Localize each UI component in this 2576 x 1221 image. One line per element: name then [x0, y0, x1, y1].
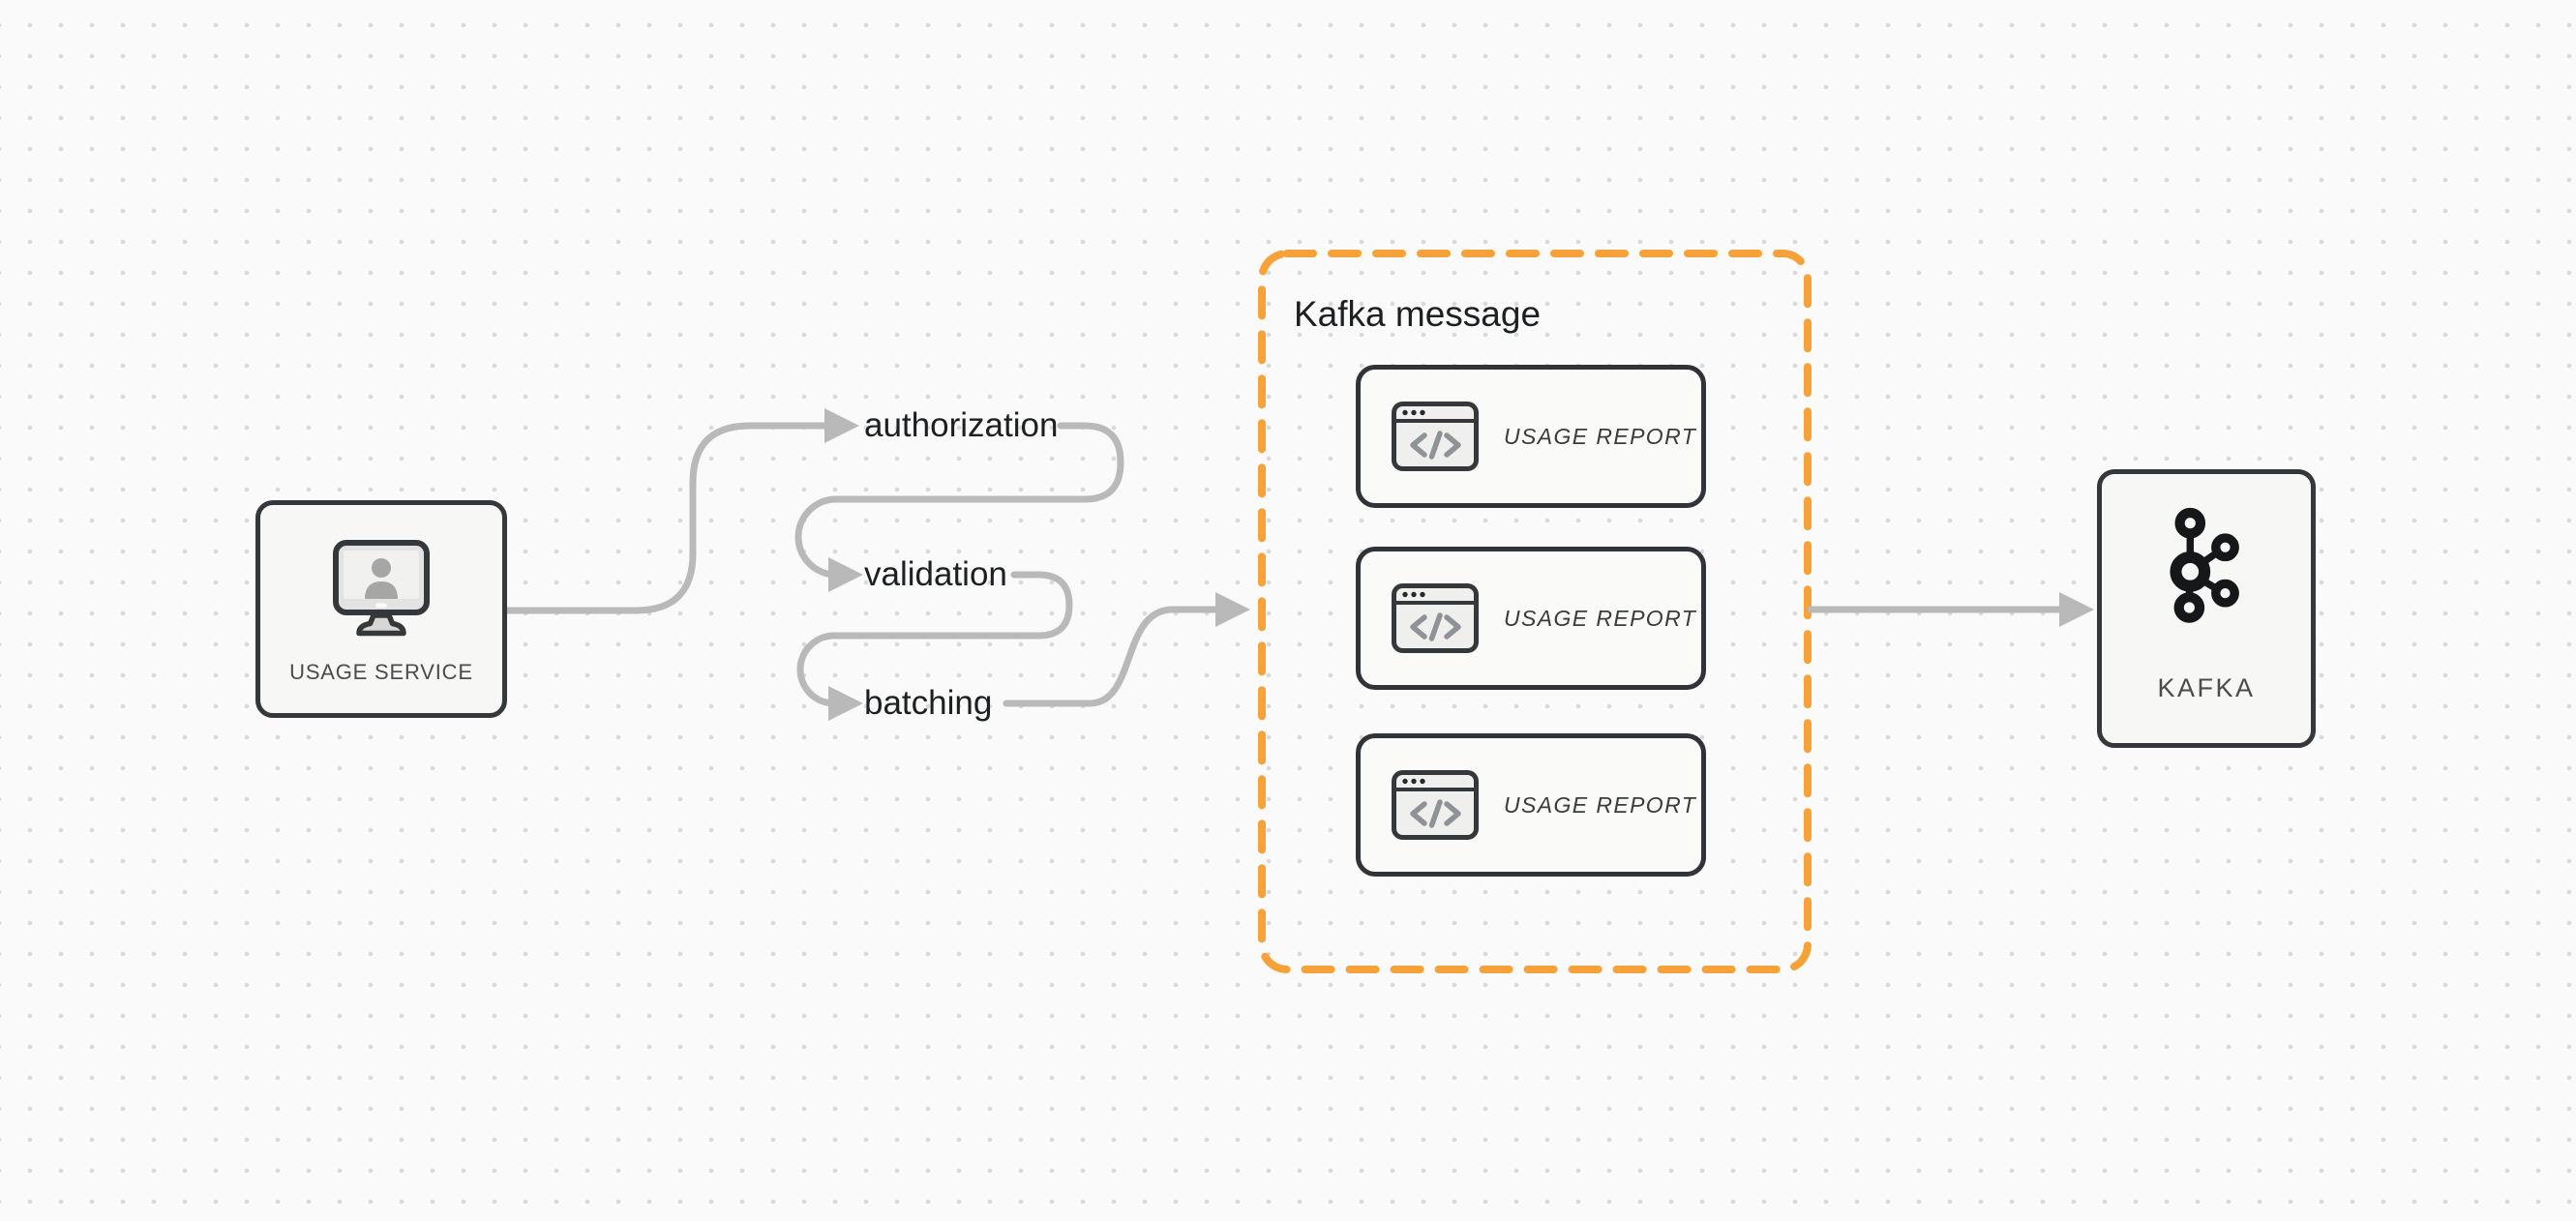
usage-report-card[interactable]: USAGE REPORT — [1356, 733, 1718, 888]
flow-step-authorization[interactable]: authorization — [864, 406, 1059, 444]
usage-report-card[interactable]: USAGE REPORT — [1356, 365, 1718, 520]
node-kafka-label: KAFKA — [2157, 673, 2256, 702]
usage-report-card-label: USAGE REPORT — [1504, 605, 1697, 631]
code-window-icon — [1392, 583, 1479, 653]
connector-authorization-to-validation[interactable] — [794, 422, 1124, 592]
code-window-icon — [1392, 402, 1479, 471]
usage-report-card-label: USAGE REPORT — [1504, 423, 1697, 449]
code-window-icon — [1392, 770, 1479, 840]
node-usage-service-label: USAGE SERVICE — [289, 660, 473, 684]
connector-kafka-message-to-kafka[interactable] — [1807, 592, 2094, 627]
node-kafka[interactable]: KAFKA — [2097, 469, 2316, 748]
arrowhead-icon — [828, 557, 863, 592]
user-monitor-icon — [333, 540, 430, 637]
connector-batching-to-kafka-message[interactable] — [1003, 592, 1250, 707]
kafka-message-group-title[interactable]: Kafka message — [1294, 294, 1542, 334]
node-usage-service[interactable]: USAGE SERVICE — [255, 500, 507, 718]
kafka-logo-icon — [2170, 507, 2239, 623]
arrowhead-icon — [828, 686, 863, 721]
arrowhead-icon — [1215, 592, 1250, 627]
arrowhead-icon — [824, 408, 859, 443]
flow-step-batching[interactable]: batching — [864, 684, 993, 722]
connector-validation-to-batching[interactable] — [796, 571, 1073, 721]
usage-report-card[interactable]: USAGE REPORT — [1356, 547, 1718, 701]
flow-step-validation[interactable]: validation — [864, 555, 1007, 593]
arrowhead-icon — [2059, 592, 2094, 627]
kafka-message-group-border[interactable] — [1258, 250, 1812, 973]
usage-report-card-label: USAGE REPORT — [1504, 791, 1697, 818]
connector-usage-to-authorization[interactable] — [503, 408, 859, 614]
